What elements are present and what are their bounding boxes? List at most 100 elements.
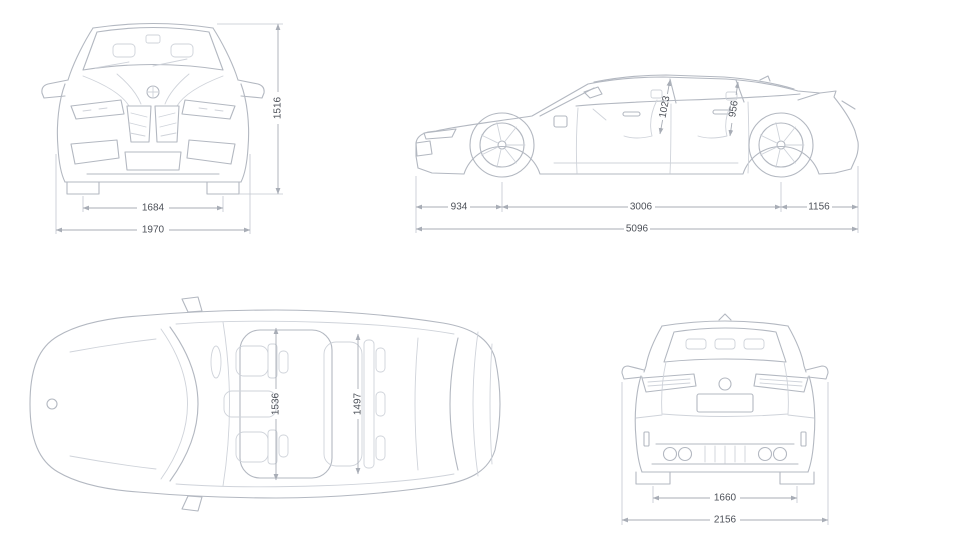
front-wheel-tire <box>469 112 535 178</box>
side-grille <box>415 140 433 157</box>
front-right-tire <box>206 181 240 195</box>
rear-headrest-left <box>375 347 386 373</box>
hood-crease-lines <box>82 73 224 107</box>
rear-pillars <box>643 325 807 373</box>
side-view: 1023 956 934 3006 1156 5096 <box>415 74 859 235</box>
side-view-dimensions: 1023 956 934 3006 1156 5096 <box>415 79 859 235</box>
exhaust-tip <box>677 446 693 462</box>
right-headrest <box>170 43 194 58</box>
top-interior-ghost <box>210 337 419 471</box>
taillight-slats <box>647 378 803 387</box>
rear-body-sides <box>634 375 816 473</box>
dim-line-rear-headroom <box>728 122 734 137</box>
antenna-fin-rear <box>718 313 732 321</box>
dim-overall-length: 5096 <box>626 224 649 235</box>
rear-headrest-ghost <box>743 338 765 350</box>
roof-rail <box>593 74 795 90</box>
top-view: 1536 1497 <box>29 296 501 512</box>
beltline <box>575 93 801 107</box>
rear-headrest-center <box>375 391 386 417</box>
side-mirror <box>583 86 603 99</box>
windshield-line <box>539 87 595 117</box>
side-interior-ghost <box>592 89 738 139</box>
rear-window-arc <box>449 337 459 471</box>
greenhouse-lines <box>175 320 455 488</box>
rear-seat <box>697 101 733 139</box>
cowl-arc <box>160 328 188 480</box>
grille-slats <box>129 112 177 137</box>
dim-line-front-headroom <box>658 119 664 135</box>
front-view-dimensions: 1516 1684 1970 <box>55 23 284 236</box>
kidney-grille-right <box>154 105 180 143</box>
kidney-grille-left <box>126 105 152 143</box>
front-left-tire <box>66 181 100 195</box>
front-body-sides <box>56 83 250 183</box>
bumper-lines <box>635 414 815 419</box>
rear-headrest-ghost <box>714 338 736 350</box>
rear-view: 1660 2156 <box>621 313 829 526</box>
dim-line-front-headroom <box>666 79 672 95</box>
panoramic-roof <box>239 329 333 479</box>
right-taillight <box>753 373 809 393</box>
right-reflector <box>800 431 807 447</box>
dim-width-incl-mirrors: 2156 <box>714 515 737 526</box>
left-headlight <box>70 99 125 120</box>
bmw-roundel-rear <box>718 377 732 391</box>
dim-front-interior-width: 1536 <box>271 392 282 415</box>
rear-window <box>663 327 787 363</box>
rear-right-tire <box>779 471 815 485</box>
dim-overall-height: 1516 <box>273 96 284 119</box>
roundel-quarter-lines <box>146 85 160 99</box>
center-air-intake <box>124 151 182 171</box>
dim-line-rear-headroom <box>734 81 740 96</box>
rear-wheel-tire <box>748 112 814 178</box>
extension-lines <box>621 382 829 525</box>
dim-wheelbase: 3006 <box>630 202 653 213</box>
left-air-intake <box>70 139 120 165</box>
dim-rear-headroom: 956 <box>727 99 741 118</box>
front-interior-ghost <box>94 34 194 69</box>
left-reflector <box>643 431 650 447</box>
passenger-headrest <box>278 434 289 458</box>
windshield <box>82 26 224 71</box>
front-view-car <box>41 22 265 195</box>
rear-view-dimensions: 1660 2156 <box>621 382 829 526</box>
windshield-arc <box>169 326 199 482</box>
steering-wheel <box>592 108 607 121</box>
rear-headrest-ghost <box>685 338 707 350</box>
tailgate-lines <box>472 331 493 477</box>
rear-view-car <box>621 313 829 485</box>
rear-bench-cushion <box>323 341 363 467</box>
side-view-car <box>415 74 859 178</box>
front-view: 1516 1684 1970 <box>41 22 284 236</box>
driver-headrest <box>278 350 289 374</box>
side-headlight <box>423 128 457 140</box>
hood-creases <box>69 338 157 470</box>
top-mirror-left <box>181 296 203 313</box>
front-wheel-hub <box>497 140 507 150</box>
exhaust-tip <box>757 446 773 462</box>
dim-rear-interior-width: 1497 <box>353 392 364 415</box>
center-console <box>223 390 277 418</box>
dim-rear-overhang: 1156 <box>808 202 830 213</box>
extension-lines <box>55 23 283 234</box>
rearview-mirror <box>145 34 161 44</box>
diffuser <box>651 443 799 465</box>
bmw-roundel-top <box>46 398 58 410</box>
front-seat <box>623 99 658 139</box>
exhaust-tip <box>662 446 678 462</box>
rear-bench-back <box>363 339 375 469</box>
front-a-pillars <box>67 27 239 81</box>
top-view-dimensions: 1536 1497 <box>271 327 364 481</box>
license-plate-recess <box>696 393 754 413</box>
rear-door-handle <box>712 109 731 115</box>
headlight-drl-lines <box>82 107 224 112</box>
roof-front-bow <box>222 321 230 487</box>
rear-wheel-hub <box>776 140 786 150</box>
driver-seat-cushion <box>235 345 269 377</box>
left-taillight <box>641 373 697 393</box>
rear-interior-ghost <box>685 338 765 350</box>
dim-rear-track: 1660 <box>714 493 737 504</box>
right-mirror <box>237 79 265 99</box>
diffuser-fins <box>704 445 746 464</box>
